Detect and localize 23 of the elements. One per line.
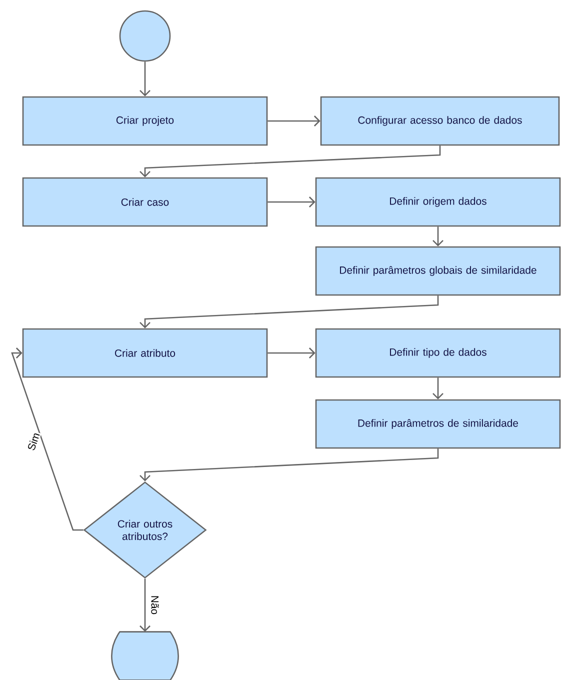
edge-label: Não xyxy=(150,594,160,616)
process-box: Definir parâmetros globais de similaridade xyxy=(315,246,561,296)
end-barrel xyxy=(111,631,179,680)
process-box: Definir tipo de dados xyxy=(315,328,561,378)
edge-label: Sim xyxy=(26,430,42,453)
start-circle xyxy=(119,10,171,62)
arrow xyxy=(268,348,316,358)
process-box: Criar atributo xyxy=(22,328,268,378)
process-box: Configurar acesso banco de dados xyxy=(320,96,560,146)
arrow xyxy=(268,196,316,208)
arrow xyxy=(140,146,441,178)
arrow xyxy=(11,348,84,531)
arrow xyxy=(140,62,150,96)
arrow xyxy=(140,296,439,328)
arrow xyxy=(432,378,444,400)
process-box: Definir origem dados xyxy=(315,177,561,227)
arrow xyxy=(140,578,150,632)
arrow xyxy=(432,226,444,246)
arrow xyxy=(268,116,320,126)
process-box: Criar caso xyxy=(22,177,268,227)
process-box: Definir parâmetros de similaridade xyxy=(315,399,561,449)
process-box: Criar projeto xyxy=(22,96,268,146)
arrow xyxy=(140,448,439,482)
